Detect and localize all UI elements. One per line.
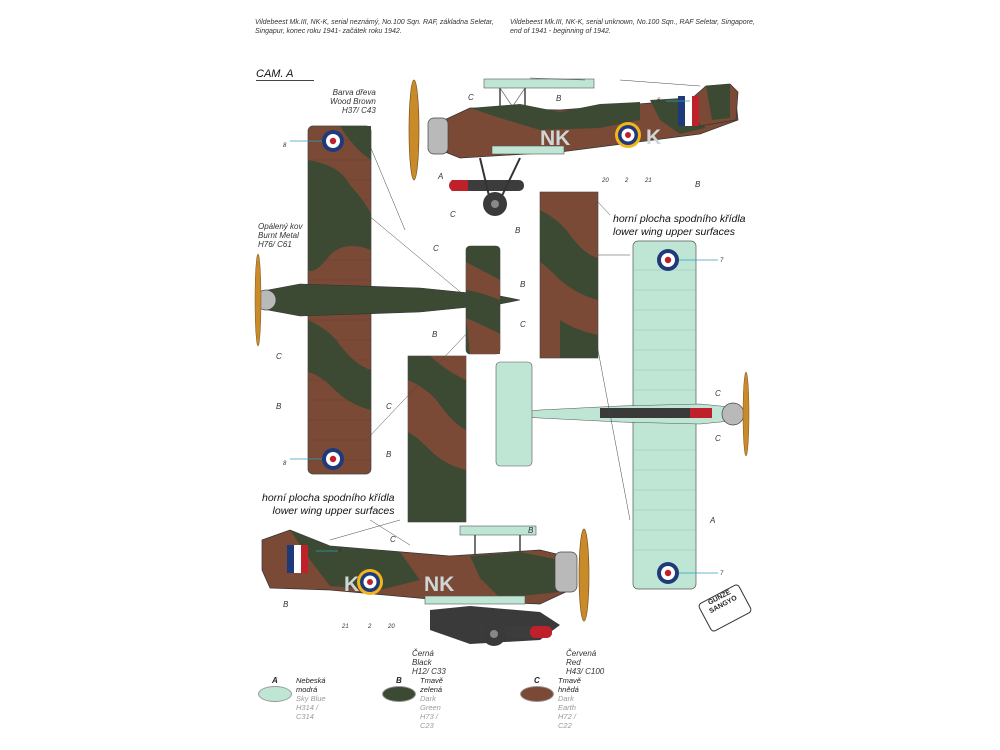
lower-wing-note-en-2: lower wing upper surfaces	[272, 505, 395, 517]
side-view-bottom	[261, 525, 590, 646]
underside-view	[495, 240, 750, 590]
code-k-bottom: K	[344, 573, 359, 596]
legend-en-c: Dark Earth	[558, 694, 576, 712]
callout-21-1: 21	[645, 178, 652, 184]
callout-b-1: B	[515, 226, 521, 235]
legend-en-a: Sky Blue	[296, 694, 326, 703]
callout-c-7: C	[715, 389, 721, 398]
callout-8-1: 8	[283, 143, 287, 149]
callout-5: 5	[338, 548, 342, 554]
lower-wing-panel-left	[407, 355, 467, 523]
swatch-dark-green	[382, 686, 416, 702]
metal-code: H76/ C61	[258, 240, 292, 249]
camo-scheme-label: CAM. A	[256, 68, 314, 81]
black-paint-note: Černá Black H12/ C33	[412, 649, 446, 676]
metal-paint-note: Opálený kov Burnt Metal H76/ C61	[258, 222, 302, 249]
caption-english: Vildebeest Mk.III, NK-K, serial unknown,…	[510, 18, 755, 36]
legend-code-b: H73 / C23	[420, 712, 438, 730]
callout-2-1: 2	[625, 178, 629, 184]
legend-text-a: Nebeská modrá Sky Blue H314 / C314	[296, 676, 326, 721]
callout-b-2: B	[556, 94, 562, 103]
legend-letter-a: A	[272, 676, 278, 685]
color-legend: A Nebeská modrá Sky Blue H314 / C314 B T…	[258, 676, 618, 730]
lower-wing-note-right: horní plocha spodního křídla lower wing …	[613, 213, 746, 239]
legend-cz-b: Tmavě zelená	[420, 676, 443, 694]
wood-cz: Barva dřeva	[332, 88, 376, 97]
callout-b-4: B	[276, 402, 282, 411]
callout-c-4: C	[433, 244, 439, 253]
code-nk-top: NK	[540, 127, 570, 150]
caption-en-line1: Vildebeest Mk.III, NK-K, serial unknown,…	[510, 19, 755, 26]
code-nk-bottom: NK	[424, 573, 454, 596]
black-code: H12/ C33	[412, 667, 446, 676]
callout-b-3: B	[695, 180, 701, 189]
wood-paint-note: Barva dřeva Wood Brown H37/ C43	[330, 88, 376, 115]
callout-20-2: 20	[388, 624, 395, 630]
side-view-top	[408, 78, 739, 216]
callout-c-3: C	[276, 352, 282, 361]
legend-text-b: Tmavě zelená Dark Green H73 / C23	[420, 676, 443, 730]
caption-en-line2: end of 1941 - beginning of 1942.	[510, 28, 611, 35]
caption-cz-line1: Vildebeest Mk.III, NK-K, serial neznámý,…	[255, 19, 494, 26]
callout-c-6: C	[386, 402, 392, 411]
legend-cz-c: Tmavě hnědá	[558, 676, 581, 694]
lower-wing-note-left: horní plocha spodního křídla lower wing …	[262, 492, 395, 518]
lower-wing-note-cz-2: horní plocha spodního křídla	[262, 492, 395, 504]
legend-letter-b: B	[396, 676, 402, 685]
legend-letter-c: C	[534, 676, 540, 685]
caption-cz-line2: Singapur, konec roku 1941- začátek roku …	[255, 28, 402, 35]
lower-wing-note-cz: horní plocha spodního křídla	[613, 213, 746, 225]
swatch-sky-blue	[258, 686, 292, 702]
swatch-dark-earth	[520, 686, 554, 702]
callout-c-1: C	[468, 93, 474, 102]
caption-czech: Vildebeest Mk.III, NK-K, serial neznámý,…	[255, 18, 494, 36]
red-en: Red	[566, 658, 581, 667]
wood-code: H37/ C43	[342, 106, 376, 115]
callout-b-6: B	[520, 280, 526, 289]
callout-c-9: C	[390, 535, 396, 544]
legend-code-c: H72 / C22	[558, 712, 576, 730]
callout-c-2: C	[450, 210, 456, 219]
callout-a-1: A	[438, 172, 444, 181]
legend-cz-a: Nebeská modrá	[296, 676, 326, 694]
metal-en: Burnt Metal	[258, 231, 299, 240]
legend-code-a: H314 / C314	[296, 703, 319, 721]
legend-en-b: Dark Green	[420, 694, 441, 712]
callout-8-2: 8	[283, 461, 287, 467]
legend-text-c: Tmavě hnědá Dark Earth H72 / C22	[558, 676, 581, 730]
callout-2-2: 2	[368, 624, 372, 630]
callout-b-9: B	[283, 600, 289, 609]
callout-b-5: B	[432, 330, 438, 339]
callout-20-1: 20	[602, 178, 609, 184]
callout-6: 6	[657, 98, 661, 104]
red-paint-note: Červená Red H43/ C100	[566, 649, 604, 676]
top-view	[254, 125, 521, 475]
lower-wing-note-en: lower wing upper surfaces	[613, 226, 735, 238]
callout-21-2: 21	[342, 624, 349, 630]
black-cz: Černá	[412, 649, 434, 658]
wood-en: Wood Brown	[330, 97, 376, 106]
code-k-top: K	[646, 126, 661, 149]
callout-c-5: C	[520, 320, 526, 329]
callout-b-7: B	[386, 450, 392, 459]
metal-cz: Opálený kov	[258, 222, 303, 231]
black-en: Black	[412, 658, 432, 667]
callout-c-8: C	[715, 434, 721, 443]
callout-b-8: B	[528, 526, 534, 535]
lower-wing-panel-right	[539, 191, 599, 359]
callout-7-2: 7	[720, 571, 724, 577]
red-cz: Červená	[566, 649, 597, 658]
callout-7-1: 7	[720, 258, 724, 264]
callout-a-2: A	[710, 516, 716, 525]
red-code: H43/ C100	[566, 667, 605, 676]
